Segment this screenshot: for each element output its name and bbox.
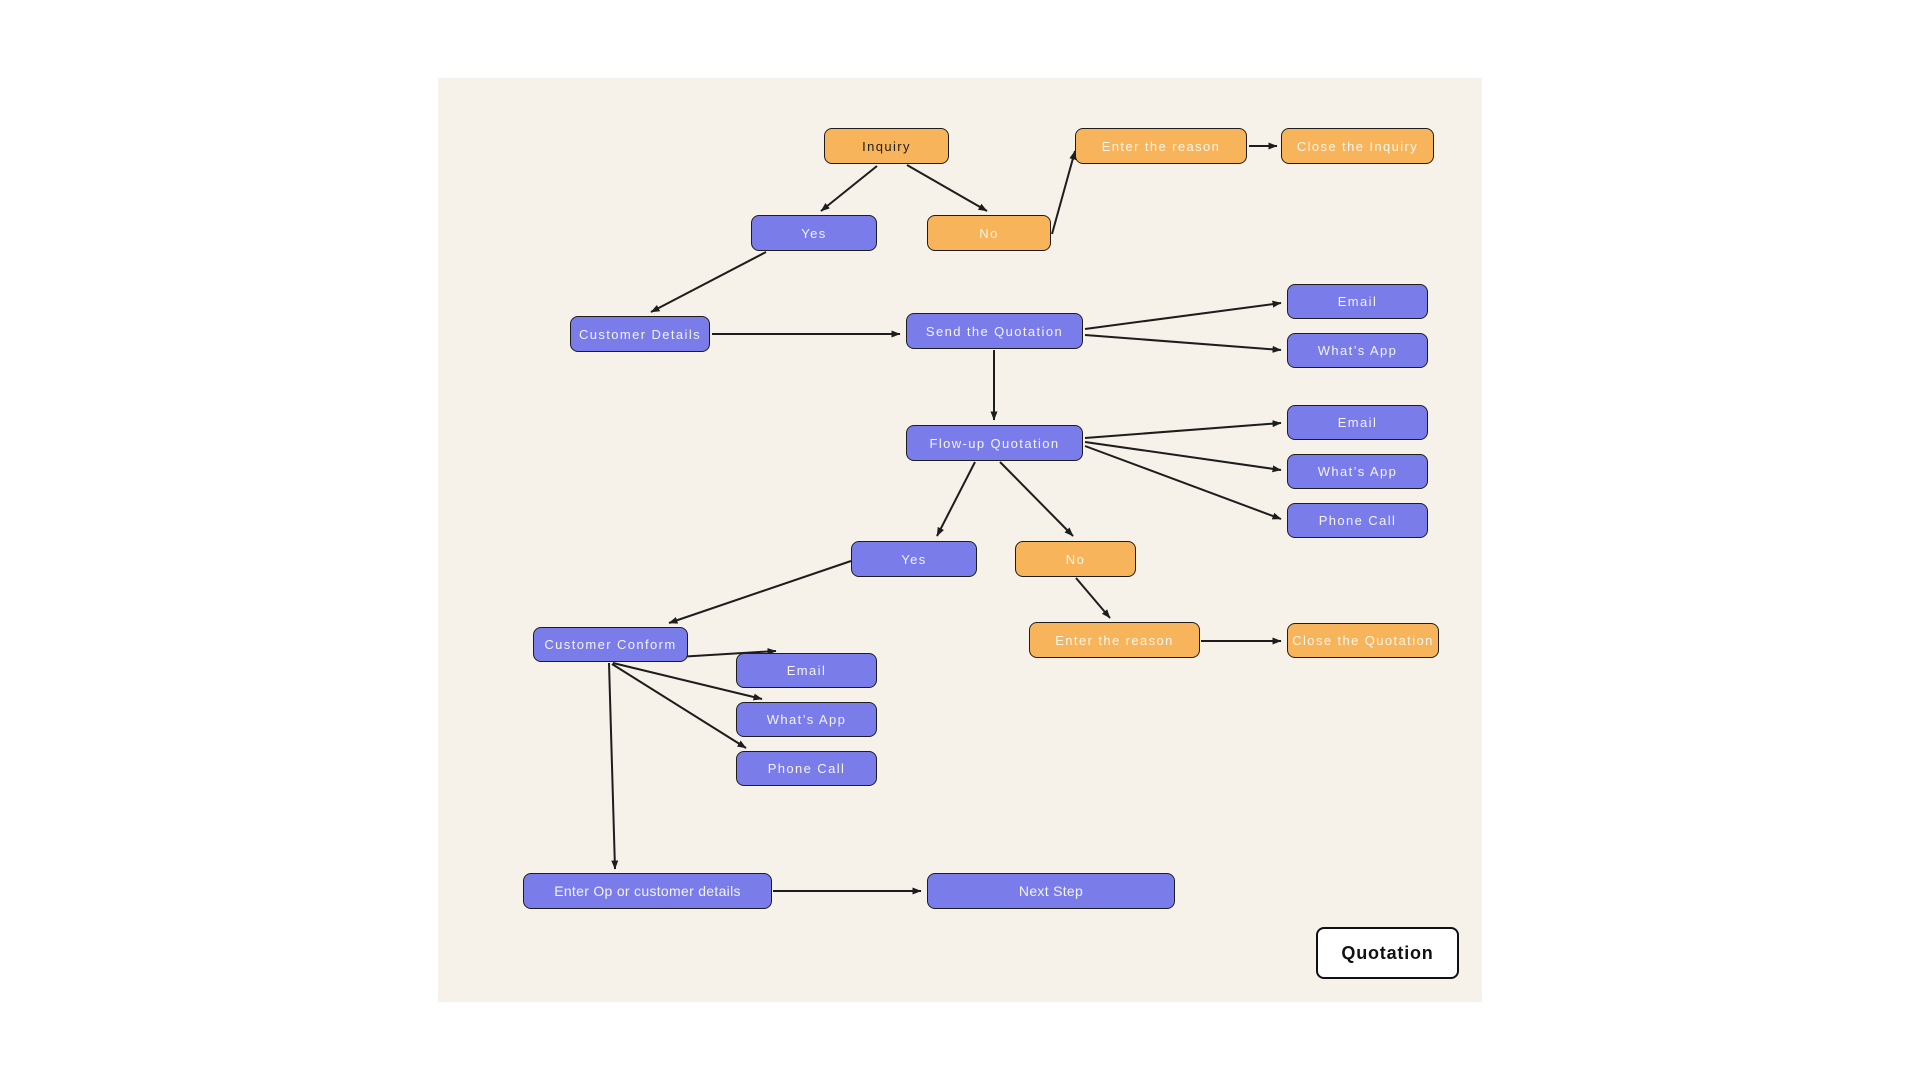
node-customer-conform[interactable]: Customer Conform [533,627,688,662]
node-phone-call-2[interactable]: Phone Call [1287,503,1428,538]
node-whatsapp-3[interactable]: What’s App [736,702,877,737]
node-enter-op[interactable]: Enter Op or customer details [523,873,772,909]
node-enter-reason-2[interactable]: Enter the reason [1029,622,1200,658]
node-enter-reason-1[interactable]: Enter the reason [1075,128,1247,164]
node-next-step[interactable]: Next Step [927,873,1175,909]
node-inquiry[interactable]: Inquiry [824,128,949,164]
node-email-2[interactable]: Email [1287,405,1428,440]
node-no-2[interactable]: No [1015,541,1136,577]
node-no-1[interactable]: No [927,215,1051,251]
node-flowup-quotation[interactable]: Flow-up Quotation [906,425,1083,461]
node-phone-call-3[interactable]: Phone Call [736,751,877,786]
node-whatsapp-2[interactable]: What’s App [1287,454,1428,489]
node-yes-1[interactable]: Yes [751,215,877,251]
node-yes-2[interactable]: Yes [851,541,977,577]
node-close-inquiry[interactable]: Close the Inquiry [1281,128,1434,164]
node-send-quotation[interactable]: Send the Quotation [906,313,1083,349]
quotation-title-card[interactable]: Quotation [1316,927,1459,979]
node-customer-details[interactable]: Customer Details [570,316,710,352]
node-email-3[interactable]: Email [736,653,877,688]
node-close-quotation[interactable]: Close the Quotation [1287,623,1439,658]
node-whatsapp-1[interactable]: What’s App [1287,333,1428,368]
node-email-1[interactable]: Email [1287,284,1428,319]
